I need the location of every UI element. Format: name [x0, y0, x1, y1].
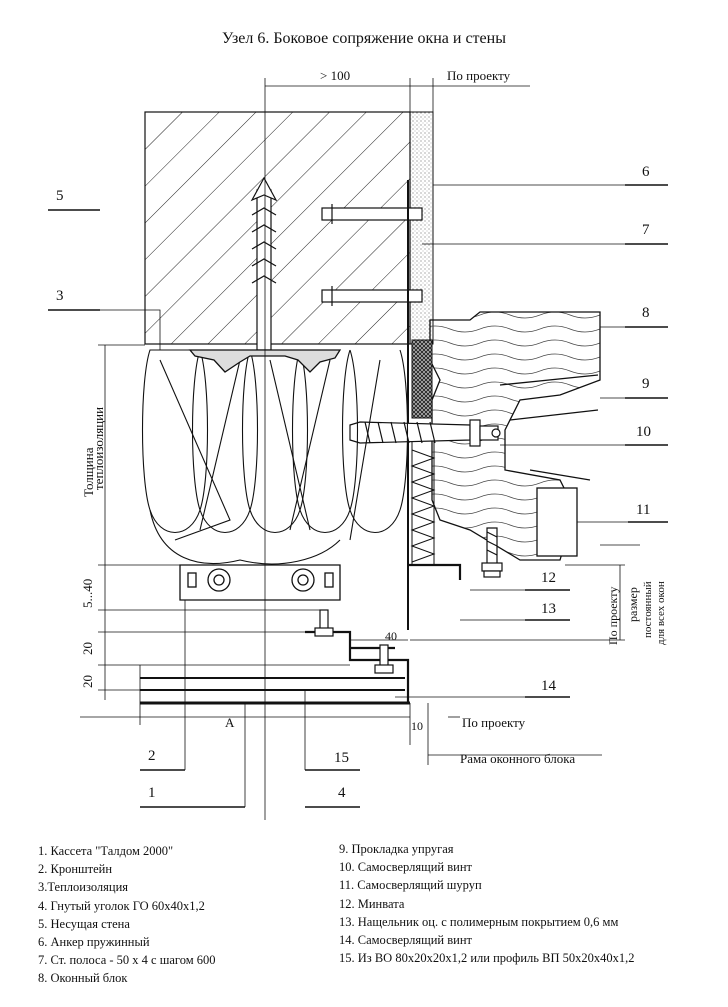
self-drilling-screw-14 — [314, 609, 394, 674]
dim-right-razmer: размер — [626, 587, 640, 622]
callout-8: 8 — [642, 305, 650, 321]
legend-item: 15. Из ВО 80х20х20х1,2 или профиль ВП 50… — [339, 951, 635, 966]
dim-10: 10 — [411, 719, 423, 733]
wall-render-strip — [409, 111, 434, 345]
callout-10: 10 — [636, 424, 651, 440]
callout-11: 11 — [636, 502, 650, 518]
dim-teploizolyatsii: теплоизоляции — [91, 407, 106, 490]
thermal-insulation — [141, 349, 409, 565]
callout-5: 5 — [56, 188, 64, 204]
bracket — [179, 564, 341, 601]
legend-item: 9. Прокладка упругая — [339, 842, 454, 856]
callout-2: 2 — [148, 748, 156, 764]
dim-20-b: 20 — [80, 675, 95, 688]
dim-top-po-proektu: По проекту — [447, 68, 511, 83]
dim-20-a: 20 — [80, 642, 95, 655]
self-drilling-screw-11 — [481, 527, 503, 578]
cassette — [140, 677, 410, 705]
dim-5-40: 5...40 — [80, 579, 95, 608]
dimension-lines — [80, 78, 640, 820]
elastic-gasket — [411, 339, 433, 419]
callout-14: 14 — [541, 678, 557, 694]
callout-13: 13 — [541, 601, 556, 617]
dim-right-po-proektu: По проекту — [606, 587, 620, 645]
legend-item: 5. Несущая стена — [38, 916, 130, 931]
dim-right-dlya-vseh: для всех окон — [655, 581, 667, 645]
legend-item: 7. Ст. полоса - 50 х 4 с шагом 600 — [38, 953, 216, 968]
dim-40: 40 — [385, 629, 397, 643]
callout-9: 9 — [642, 376, 650, 392]
dim-tolshchina: Толщина — [81, 447, 96, 497]
dim-right-postoyanny: постоянный — [642, 581, 654, 638]
window-block — [429, 311, 601, 561]
legend-right: 9. Прокладка упругая 10. Самосверлящий в… — [339, 840, 634, 967]
legend-item: 8. Оконный блок — [38, 971, 128, 986]
spring-anchor — [250, 176, 278, 351]
dim-top-100: > 100 — [320, 68, 350, 83]
legend-item: 1. Кассета "Талдом 2000" — [38, 844, 174, 858]
callout-1: 1 — [148, 785, 156, 801]
legend-item: 3.Теплоизоляция — [38, 880, 129, 895]
legend-item: 2. Кронштейн — [38, 862, 113, 877]
callout-3: 3 — [56, 288, 64, 304]
callout-4: 4 — [338, 785, 346, 801]
callout-7: 7 — [642, 222, 650, 238]
legend-item: 12. Минвата — [339, 896, 405, 911]
legend-item: 14. Самосверлящий винт — [339, 933, 472, 948]
legend-item: 6. Анкер пружинный — [38, 935, 150, 950]
bearing-wall — [144, 111, 411, 345]
callout-15: 15 — [334, 750, 349, 766]
leader-lines — [48, 184, 668, 808]
legend-item: 10. Самосверлящий винт — [339, 860, 472, 875]
dim-rama: Рама оконного блока — [460, 751, 575, 766]
legend-item: 13. Нащельник оц. с полимерным покрытием… — [339, 914, 619, 929]
dim-letter-a: А — [225, 715, 235, 730]
drawing-title: Узел 6. Боковое сопряжение окна и стены — [222, 30, 506, 47]
dim-bottom-po-proektu: По проекту — [462, 715, 526, 730]
callout-12: 12 — [541, 570, 556, 586]
legend-item: 11. Самосверлящий шуруп — [339, 878, 482, 893]
steel-strips — [321, 204, 423, 306]
mineral-wool — [410, 439, 436, 566]
cassette-profile — [188, 349, 342, 373]
callout-6: 6 — [642, 164, 650, 180]
self-drilling-screw-10 — [349, 419, 501, 447]
legend-left: 1. Кассета "Талдом 2000" 2. Кронштейн 3.… — [38, 842, 216, 988]
legend-item: 4. Гнутый уголок ГО 60х40х1,2 — [38, 898, 205, 913]
